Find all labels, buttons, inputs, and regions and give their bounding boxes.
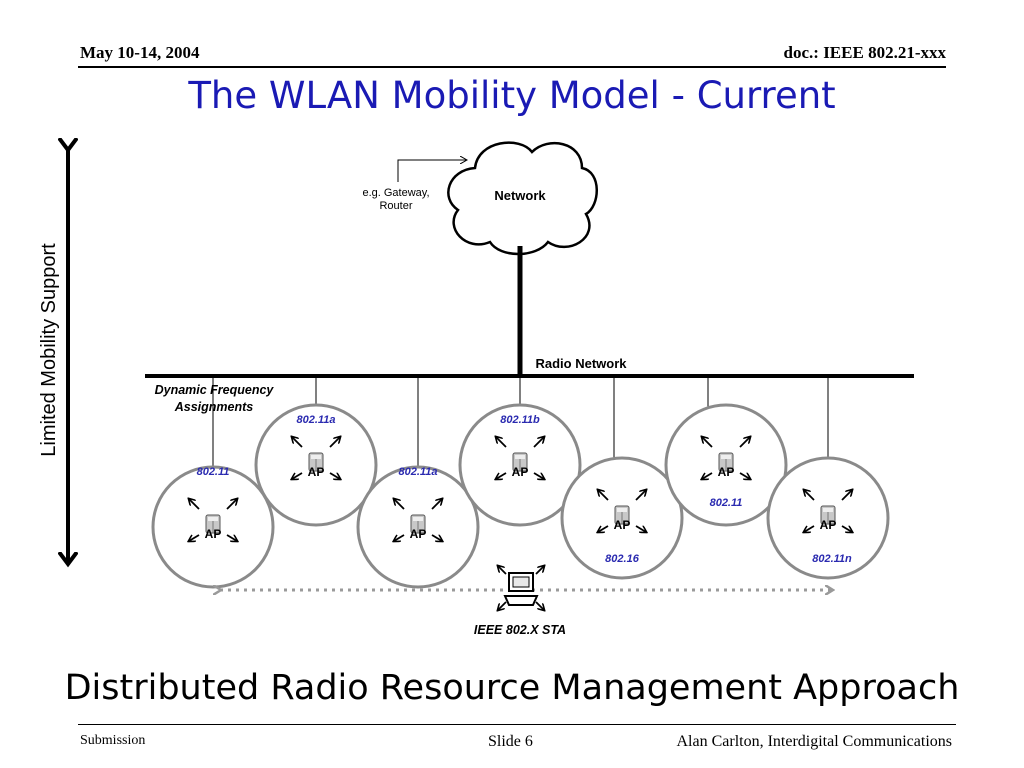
ap-standard-label: 802.11a [297, 414, 336, 426]
gateway-note-line1: e.g. Gateway, [362, 187, 429, 199]
access-point-icon [205, 514, 221, 534]
ap-cell: AP 802.11 [664, 403, 788, 527]
radio-arrows [292, 437, 340, 479]
footer-author: Alan Carlton, Interdigital Communication… [676, 733, 952, 750]
network-label: Network [494, 188, 546, 203]
ap-label: AP [410, 527, 427, 541]
radio-arrows [804, 490, 852, 532]
gateway-note-line2: Router [379, 200, 412, 212]
access-point-icon [614, 505, 630, 525]
ap-cell: AP 802.11a [254, 403, 378, 527]
access-point-icon [410, 514, 426, 534]
radio-arrows [702, 437, 750, 479]
ap-label: AP [308, 465, 325, 479]
ap-label: AP [820, 518, 837, 532]
footer-slide-number: Slide 6 [488, 733, 533, 750]
slide-subtitle: Distributed Radio Resource Management Ap… [64, 668, 960, 708]
sta-label: IEEE 802.X STA [474, 623, 566, 637]
ap-standard-label: 802.11 [197, 466, 230, 478]
footer-submission: Submission [80, 733, 146, 748]
laptop-icon [503, 572, 539, 606]
ap-standard-label: 802.11b [500, 414, 540, 426]
ap-label: AP [205, 527, 222, 541]
ap-label: AP [718, 465, 735, 479]
header-date: May 10-14, 2004 [80, 43, 200, 62]
network-cloud [447, 141, 598, 256]
radio-arrows [598, 490, 646, 532]
radio-network-label: Radio Network [535, 356, 627, 371]
radio-arrows [496, 437, 544, 479]
gateway-callout-arrow [397, 160, 466, 182]
ap-cell: AP 802.11b [458, 403, 582, 527]
ap-standard-label: 802.11 [710, 497, 743, 509]
ap-cell: AP 802.11n [766, 456, 890, 580]
footer-divider [78, 724, 956, 725]
radio-arrows [394, 499, 442, 541]
ap-cell: AP 802.16 [560, 456, 684, 580]
ap-cell: AP 802.11a [356, 465, 480, 589]
sta-radio-arrows [498, 566, 544, 610]
header-divider [78, 66, 946, 68]
slide-title: The WLAN Mobility Model - Current [188, 74, 836, 117]
dfa-label-line1: Dynamic Frequency [155, 383, 275, 397]
header-doc-id: doc.: IEEE 802.21-xxx [783, 43, 946, 62]
ap-label: AP [614, 518, 631, 532]
access-point-icon [820, 505, 836, 525]
ap-standard-label: 802.16 [605, 553, 640, 565]
access-point-icon [718, 452, 734, 472]
access-point-icon [308, 452, 324, 472]
ap-label: AP [512, 465, 529, 479]
access-point-icon [512, 452, 528, 472]
dfa-label-line2: Assignments [174, 400, 254, 414]
ap-drop-lines [212, 378, 829, 474]
radio-arrows [189, 499, 237, 541]
ap-standard-label: 802.11n [812, 553, 852, 565]
axis-label: Limited Mobility Support [38, 243, 60, 457]
ap-standard-label: 802.11a [399, 466, 438, 478]
ap-cell: AP 802.11 [151, 465, 275, 589]
